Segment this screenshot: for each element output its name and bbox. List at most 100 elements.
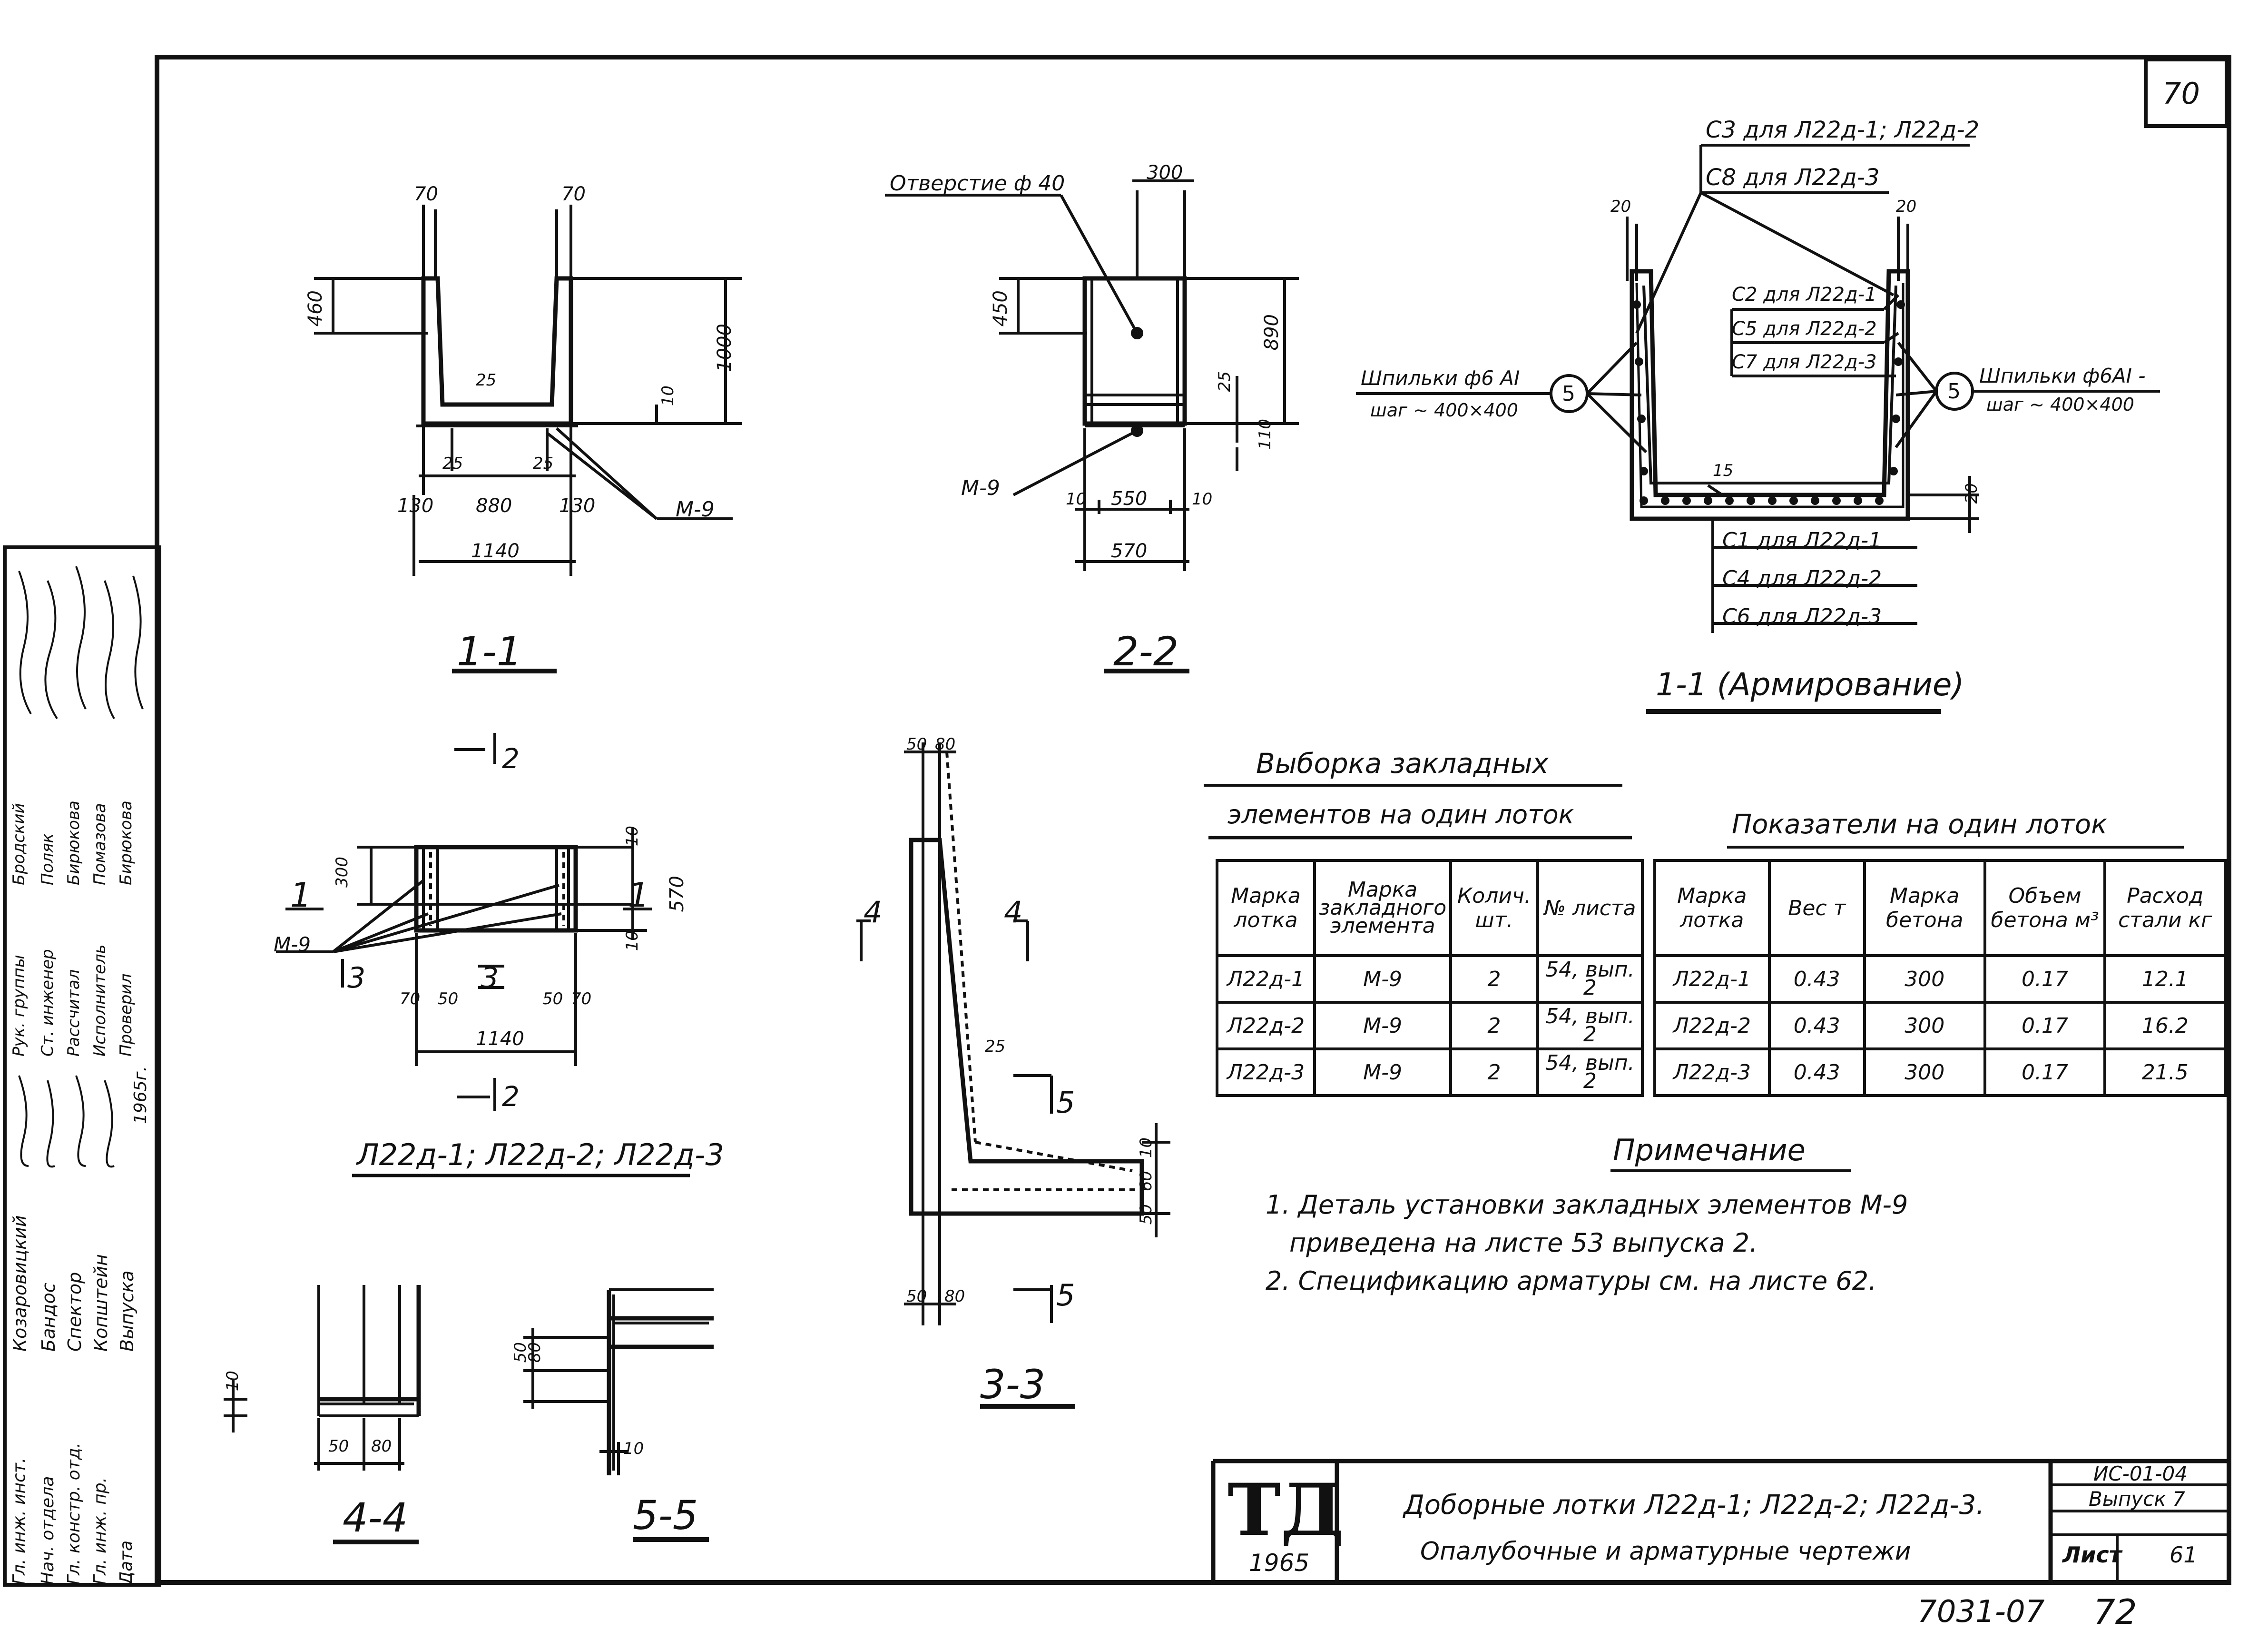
table-cell: 2 xyxy=(1449,1047,1539,1097)
table-row: Л22д-1 М-9 2 54, вып. 2 xyxy=(1216,954,1644,1004)
table-cell: 21.5 xyxy=(2103,1047,2227,1097)
dim-label: 50 xyxy=(328,1437,349,1456)
dim-label: 550 xyxy=(1111,488,1148,510)
dim-label: 10 xyxy=(1066,490,1087,509)
pins-right-label: Шпильки ф6АI - xyxy=(1979,364,2146,387)
table-header: Расход стали кг xyxy=(2103,859,2227,957)
sidebar-name: Спектор xyxy=(64,1272,85,1352)
reinforcement-geometry xyxy=(1356,144,2160,714)
table-cell: 0.43 xyxy=(1767,1001,1866,1050)
dim-label: 10 xyxy=(623,826,642,847)
dim-label: 20 xyxy=(1610,197,1631,216)
table-cell: 0.17 xyxy=(1983,1001,2107,1050)
dim-label: 50 xyxy=(906,735,927,754)
section-mark: 1 xyxy=(290,876,312,915)
section-2-2-geometry xyxy=(885,179,1299,673)
dim-label: 25 xyxy=(533,454,554,473)
stamp-year: 1965 xyxy=(1249,1549,1310,1577)
sidebar-name: Козаровицкий xyxy=(10,1215,30,1352)
stamp-sheet-number: 61 xyxy=(2170,1542,2198,1568)
signatures-image-lower xyxy=(18,1075,115,1168)
signatures-image xyxy=(18,566,144,720)
table-cell: Л22д-1 xyxy=(1216,954,1316,1004)
section-title-5-5: 5-5 xyxy=(633,1492,698,1539)
table-cell: М-9 xyxy=(1313,1001,1453,1050)
section-5-5-geometry xyxy=(523,1288,714,1542)
drawing-frame xyxy=(155,55,2231,1585)
plan-title: Л22д-1; Л22д-2; Л22д-3 xyxy=(357,1137,724,1172)
sidebar-role: Рук. группы xyxy=(10,955,29,1057)
section-mark: 2 xyxy=(502,742,520,775)
table-cell: М-9 xyxy=(1313,954,1453,1004)
section-title-4-4: 4-4 xyxy=(343,1494,408,1541)
sidebar-name: Помазова xyxy=(90,803,109,885)
table-cell: 0.43 xyxy=(1767,1047,1866,1097)
sidebar-name: Выпуска xyxy=(117,1270,137,1352)
table-cell: 54, вып. 2 xyxy=(1536,954,1644,1004)
dim-label: 10 xyxy=(1137,1137,1156,1158)
dim-label: 880 xyxy=(476,495,512,517)
stamp-sheet-label: Лист xyxy=(2062,1542,2122,1568)
dim-label: 10 xyxy=(623,1439,644,1458)
table-header: Колич. шт. xyxy=(1449,859,1539,957)
callout-c3: С3 для Л22д-1; Л22д-2 xyxy=(1706,117,1980,143)
table-row: Л22д-3 М-9 2 54, вып. 2 xyxy=(1216,1047,1644,1097)
callout-c4: С4 для Л22д-2 xyxy=(1722,566,1882,591)
dim-label: 10 xyxy=(658,385,677,406)
table-cell: 0.43 xyxy=(1767,954,1866,1004)
callout-c7: С7 для Л22д-3 xyxy=(1732,351,1877,373)
table-cell: 0.17 xyxy=(1983,1047,2107,1097)
embedded-subtitle: элементов на один лоток xyxy=(1227,800,1574,830)
dim-label: 10 xyxy=(223,1371,242,1392)
table-cell: Л22д-1 xyxy=(1653,954,1771,1004)
section-title-3-3: 3-3 xyxy=(980,1361,1046,1408)
position-marker: 5 xyxy=(1947,379,1961,404)
table-header-row: Марка лотка Вес т Марка бетона Объем бет… xyxy=(1653,859,2227,957)
dim-label: 110 xyxy=(1256,419,1275,450)
dim-label: 130 xyxy=(397,495,434,517)
callout-m9: М-9 xyxy=(961,476,1000,500)
table-cell: 300 xyxy=(1863,954,1986,1004)
sidebar-name: Бирюкова xyxy=(117,800,136,885)
table-header: Объем бетона м³ xyxy=(1983,859,2107,957)
table-header: Марка лотка xyxy=(1653,859,1771,957)
position-marker: 5 xyxy=(1562,382,1575,406)
callout-c1: С1 для Л22д-1 xyxy=(1722,528,1882,553)
table-cell: 2 xyxy=(1449,1001,1539,1050)
sidebar-name: Бандос xyxy=(38,1283,59,1352)
dim-label: 25 xyxy=(442,454,463,473)
sidebar-upper-names: Бродский Поляк Бирюкова Помазова Бирюков… xyxy=(10,742,143,885)
table-cell: 0.17 xyxy=(1983,954,2107,1004)
indicators-title: Показатели на один лоток xyxy=(1732,809,2107,840)
dim-label: 890 xyxy=(1261,314,1283,351)
page-number: 72 xyxy=(2093,1592,2137,1632)
dim-label: 570 xyxy=(666,876,688,912)
table-cell: Л22д-2 xyxy=(1653,1001,1771,1050)
dim-label: 15 xyxy=(1713,461,1734,480)
dim-label: 450 xyxy=(990,290,1011,327)
section-mark: 3 xyxy=(347,961,366,995)
table-cell: 2 xyxy=(1449,954,1539,1004)
dim-label: 70 xyxy=(561,183,586,205)
table-cell: 54, вып. 2 xyxy=(1536,1001,1644,1050)
dim-label: 25 xyxy=(1215,371,1234,392)
callout-c6: С6 для Л22д-3 xyxy=(1722,604,1882,629)
pins-right-step: шаг ~ 400×400 xyxy=(1986,394,2134,415)
section-title-1-1: 1-1 xyxy=(457,628,522,675)
sidebar-role: Ст. инженер xyxy=(38,949,57,1057)
dim-label: 50 xyxy=(542,989,563,1008)
callout-c2: С2 для Л22д-1 xyxy=(1732,284,1877,306)
dim-label: 25 xyxy=(476,371,497,390)
callout-m9: М-9 xyxy=(676,497,715,522)
dim-label: 1140 xyxy=(476,1028,524,1050)
section-title-2-2: 2-2 xyxy=(1113,628,1179,675)
sidebar-role: Рассчитал xyxy=(64,969,83,1057)
institute-logo: ТД xyxy=(1227,1468,1344,1552)
table-header: Марка лотка xyxy=(1216,859,1316,957)
dim-label: 70 xyxy=(400,989,421,1008)
table-cell: 300 xyxy=(1863,1001,1986,1050)
embedded-title: Выборка закладных xyxy=(1256,747,1549,780)
dim-label: 1000 xyxy=(714,324,736,372)
table-cell: 12.1 xyxy=(2103,954,2227,1004)
